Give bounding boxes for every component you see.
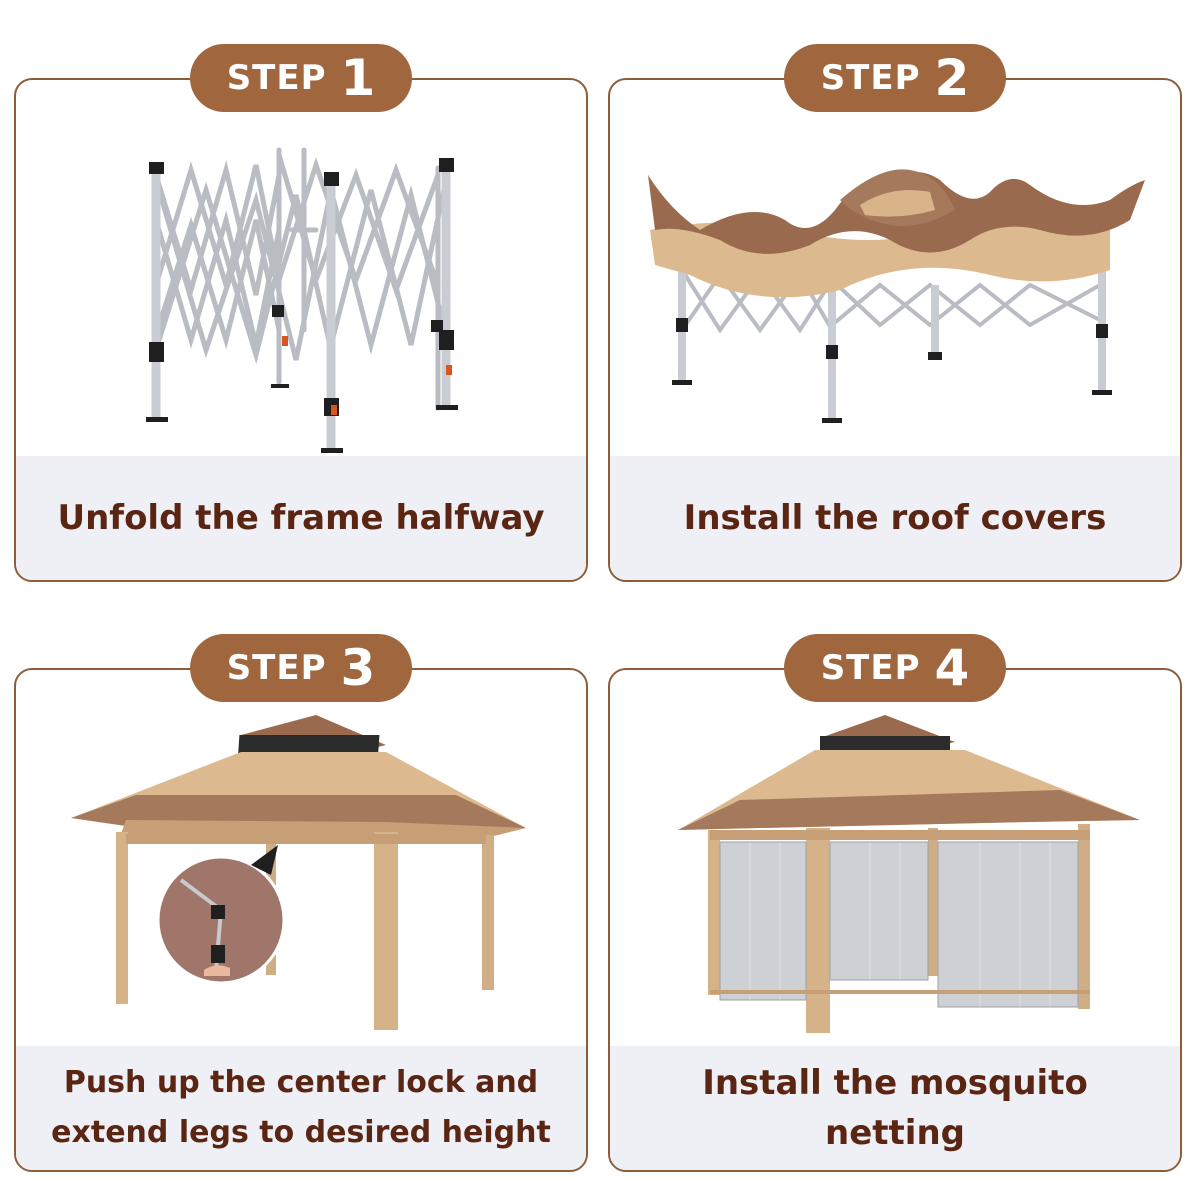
step-2-badge: STEP 2: [784, 44, 1006, 112]
unfolded-frame-image: [16, 80, 586, 456]
step-1-caption: Unfold the frame halfway: [16, 456, 586, 580]
gazebo-mosquito-netting-image: [610, 670, 1180, 1046]
step-1-badge: STEP 1: [190, 44, 412, 112]
step-2-card: Install the roof covers: [608, 78, 1182, 582]
step-label: STEP: [226, 58, 327, 98]
step-label: STEP: [820, 648, 921, 688]
roof-cover-image: [610, 80, 1180, 456]
step-4-card: Install the mosquito netting: [608, 668, 1182, 1172]
step-number: 4: [934, 639, 970, 697]
step-4-caption: Install the mosquito netting: [610, 1046, 1180, 1170]
step-number: 1: [340, 49, 376, 107]
caption-text: Install the roof covers: [683, 498, 1107, 538]
step-number: 3: [340, 639, 376, 697]
step-number: 2: [934, 49, 970, 107]
caption-text: Push up the center lock and extend legs …: [51, 1065, 551, 1150]
gazebo-center-lock-image: [16, 670, 586, 1046]
step-4-badge: STEP 4: [784, 634, 1006, 702]
step-3-caption: Push up the center lock and extend legs …: [16, 1046, 586, 1170]
step-1-card: Unfold the frame halfway: [14, 78, 588, 582]
step-3-badge: STEP 3: [190, 634, 412, 702]
caption-text: Unfold the frame halfway: [57, 498, 545, 538]
step-2-caption: Install the roof covers: [610, 456, 1180, 580]
step-3-card: Push up the center lock and extend legs …: [14, 668, 588, 1172]
step-label: STEP: [820, 58, 921, 98]
step-label: STEP: [226, 648, 327, 688]
caption-text: Install the mosquito netting: [702, 1063, 1088, 1153]
